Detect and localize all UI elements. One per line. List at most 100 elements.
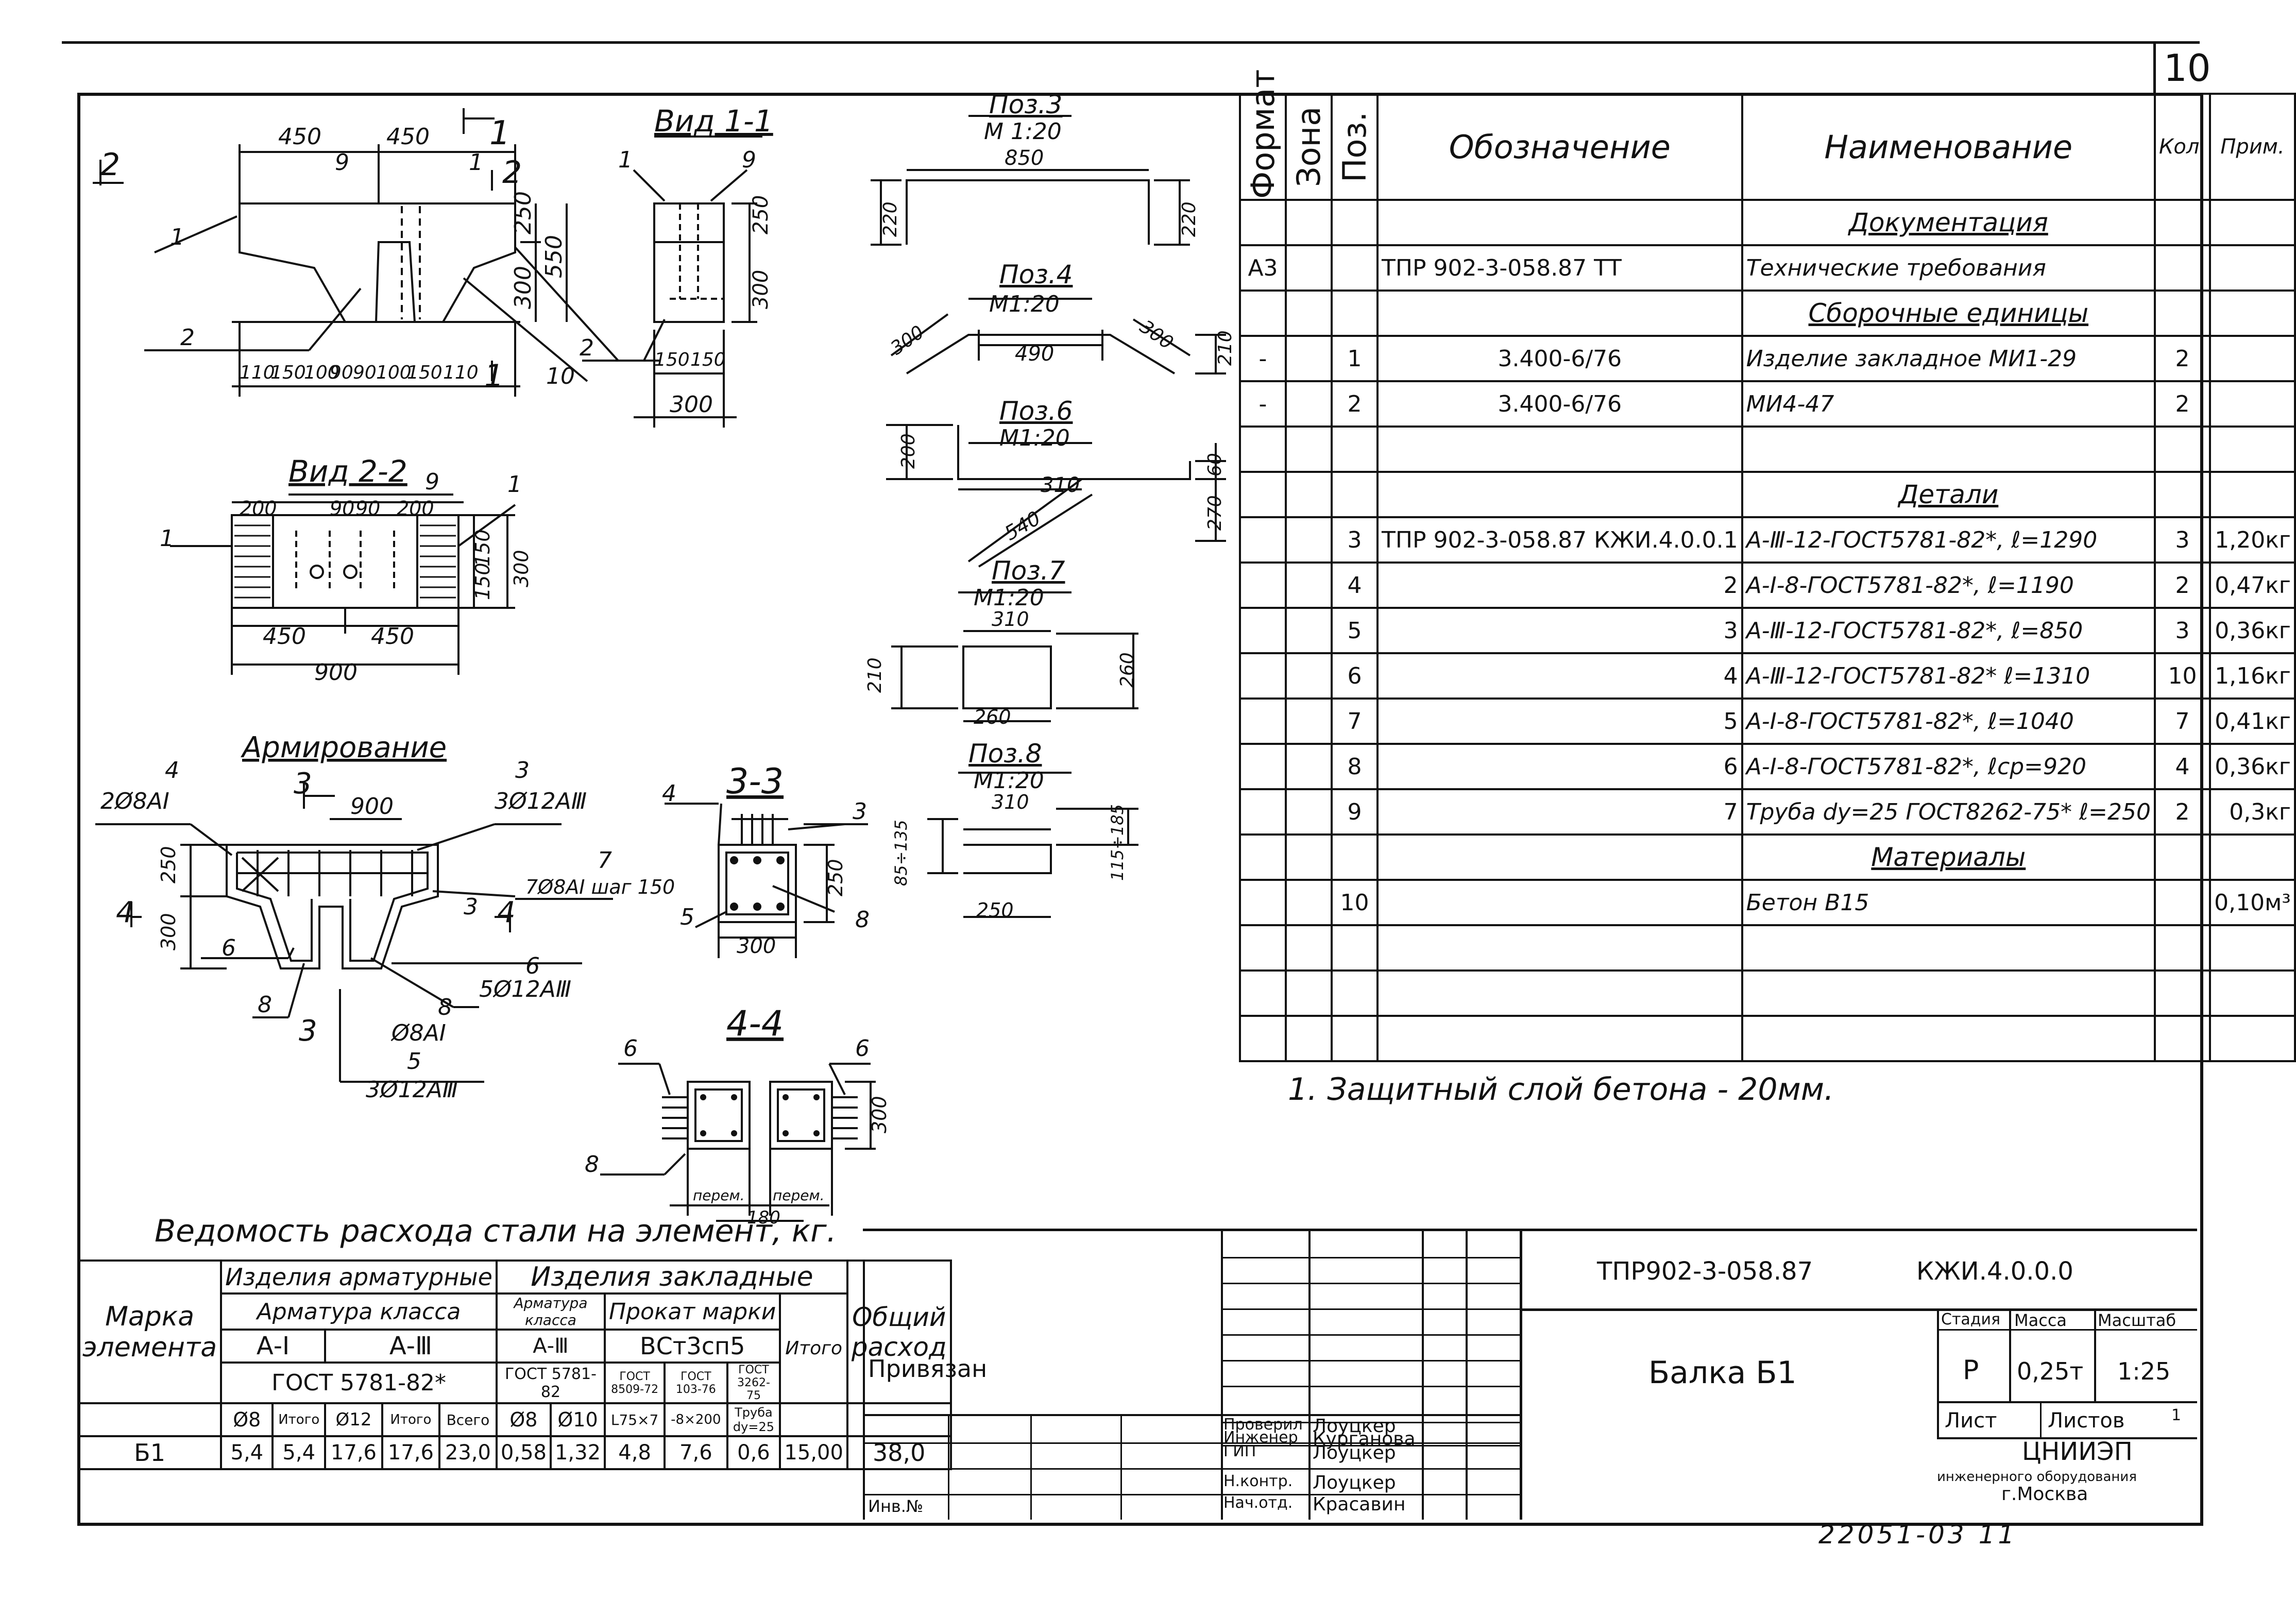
- tb-org3: г.Москва: [2001, 1484, 2088, 1505]
- spec-cell-zone: [1285, 833, 1333, 881]
- steel-v-11: 15,00: [779, 1435, 848, 1470]
- pos6-detail: [886, 424, 1226, 568]
- spec-cell-qty: [2153, 1015, 2212, 1062]
- spec-cell-pos: 2: [1331, 380, 1379, 428]
- spec-cell-note: [2209, 471, 2296, 518]
- specification-table: Формат Зона Поз. Обозначение Наименовани…: [1239, 69, 2296, 1062]
- spec-header-name: Наименование: [1741, 93, 2156, 201]
- tb-person: Курганова: [1313, 1428, 1416, 1450]
- spec-cell-pos: [1331, 290, 1379, 337]
- spec-cell-name: Бетон В15: [1741, 879, 2156, 926]
- spec-cell-zone: [1285, 969, 1333, 1017]
- tb-scale-h: Масштаб: [2098, 1310, 2176, 1330]
- spec-cell-format: [1239, 516, 1287, 564]
- spec-cell-designation: 3: [1376, 607, 1743, 654]
- spec-cell-name: А-Ⅰ-8-ГОСТ5781-82*, ℓ=1040: [1741, 697, 2156, 745]
- tb-person: Лоуцкер: [1313, 1416, 1396, 1437]
- spec-cell-designation: [1376, 924, 1743, 972]
- v11-label-1: 1: [618, 147, 633, 173]
- spec-cell-format: [1239, 788, 1287, 836]
- spec-cell-note: [2209, 244, 2296, 292]
- v22-label-9: 9: [425, 469, 439, 495]
- spec-cell-designation: 7: [1376, 788, 1743, 836]
- reinforcement-view: [95, 783, 613, 1083]
- spec-cell-qty: [2153, 924, 2212, 972]
- spec-header-qty: Кол.: [2153, 93, 2212, 201]
- reinf-title: Армирование: [241, 731, 447, 764]
- spec-cell-name: Материалы: [1741, 833, 2156, 881]
- pos4-detail: [890, 298, 1226, 375]
- spec-cell-pos: [1331, 244, 1379, 292]
- reinf-cut4a: 4: [116, 896, 134, 929]
- v11-dim-150a: 150: [654, 349, 690, 370]
- spec-cell-note: [2209, 290, 2296, 337]
- spec-cell-note: 0,36кг: [2209, 607, 2296, 654]
- pos4-title: Поз.4: [999, 260, 1073, 290]
- spec-cell-qty: 2: [2153, 561, 2212, 609]
- spec-cell-designation: [1376, 1015, 1743, 1062]
- spec-cell-pos: [1331, 1015, 1379, 1062]
- cut-2-right: 2: [502, 155, 522, 191]
- spec-cell-zone: [1285, 380, 1333, 428]
- dim-b-4: 90: [330, 362, 353, 383]
- spec-header-designation: Обозначение: [1376, 93, 1743, 201]
- steel-v-2: 5,4: [271, 1435, 326, 1470]
- pos3-850: 850: [1005, 146, 1044, 170]
- cut-2-left: 2: [100, 147, 120, 183]
- tb-linked: Привязан: [868, 1355, 988, 1383]
- spec-cell-name: Изделие закладное МИ1-29: [1741, 335, 2156, 382]
- v22-dim-200a: 200: [240, 497, 277, 520]
- dim-b-1: 110: [240, 362, 275, 383]
- tb-name: Балка Б1: [1648, 1355, 1797, 1391]
- pos3-220a: 220: [880, 201, 901, 237]
- spec-cell-designation: [1376, 471, 1743, 518]
- tb-person: Лоуцкер: [1313, 1472, 1396, 1493]
- reinf-cut3: 3: [294, 767, 312, 801]
- spec-cell-qty: 10: [2153, 652, 2212, 700]
- spec-cell-format: [1239, 652, 1287, 700]
- spec-cell-note: [2209, 1015, 2296, 1062]
- steel-gost-emb4: ГОСТ 3262-75: [726, 1361, 781, 1404]
- spec-cell-designation: [1376, 969, 1743, 1017]
- pos7-260a: 260: [1117, 652, 1138, 688]
- pos7-title: Поз.7: [992, 556, 1065, 586]
- sec44-var-b: перем.: [773, 1187, 825, 1204]
- section-3-3: [665, 803, 868, 958]
- steel-col-itogo1: Итого: [271, 1402, 326, 1437]
- rebar-dots: [700, 856, 820, 1136]
- reinf-cut4b: 4: [497, 896, 516, 929]
- v22-label-1r: 1: [507, 471, 522, 498]
- steel-v-7: 1,32: [549, 1435, 606, 1470]
- pos8-310: 310: [992, 791, 1029, 813]
- tb-doc-code: ТПР902-3-058.87: [1597, 1257, 1813, 1286]
- tb-drawing-code: КЖИ.4.0.0.0: [1916, 1257, 2073, 1286]
- steel-gost-emb1: ГОСТ 5781-82: [495, 1361, 606, 1404]
- tb-mass-h: Масса: [2014, 1310, 2067, 1330]
- pos8-115: 115÷185: [1108, 804, 1127, 881]
- steel-col-pipe: Труба dy=25: [726, 1402, 781, 1437]
- spec-cell-qty: 3: [2153, 607, 2212, 654]
- reinf-5: 5: [407, 1048, 421, 1075]
- steel-v-10: 0,6: [726, 1435, 781, 1470]
- spec-cell-pos: [1331, 471, 1379, 518]
- tb-person: Лоуцкер: [1313, 1442, 1396, 1463]
- steel-col-plate: -8×200: [664, 1402, 728, 1437]
- spec-cell-designation: 6: [1376, 743, 1743, 790]
- steel-v-6: 0,58: [495, 1435, 552, 1470]
- dim-r-250: 250: [510, 191, 536, 234]
- steel-v-3: 17,6: [324, 1435, 383, 1470]
- steel-gost-emb3: ГОСТ 103-76: [664, 1361, 728, 1404]
- pos4-scale: М1:20: [989, 291, 1060, 317]
- view-1-1: [582, 135, 762, 428]
- v11-dim-300: 300: [749, 270, 773, 309]
- sec33-4: 4: [662, 780, 676, 807]
- pos6-200: 200: [898, 433, 919, 469]
- v11-dim-250: 250: [749, 195, 773, 234]
- pos7-scale: М1:20: [974, 585, 1044, 611]
- spec-cell-format: [1239, 199, 1287, 246]
- pos8-scale: М1:20: [974, 768, 1044, 794]
- spec-cell-qty: 2: [2153, 788, 2212, 836]
- steel-col-d8: Ø8: [220, 1402, 274, 1437]
- spec-cell-name: [1741, 969, 2156, 1017]
